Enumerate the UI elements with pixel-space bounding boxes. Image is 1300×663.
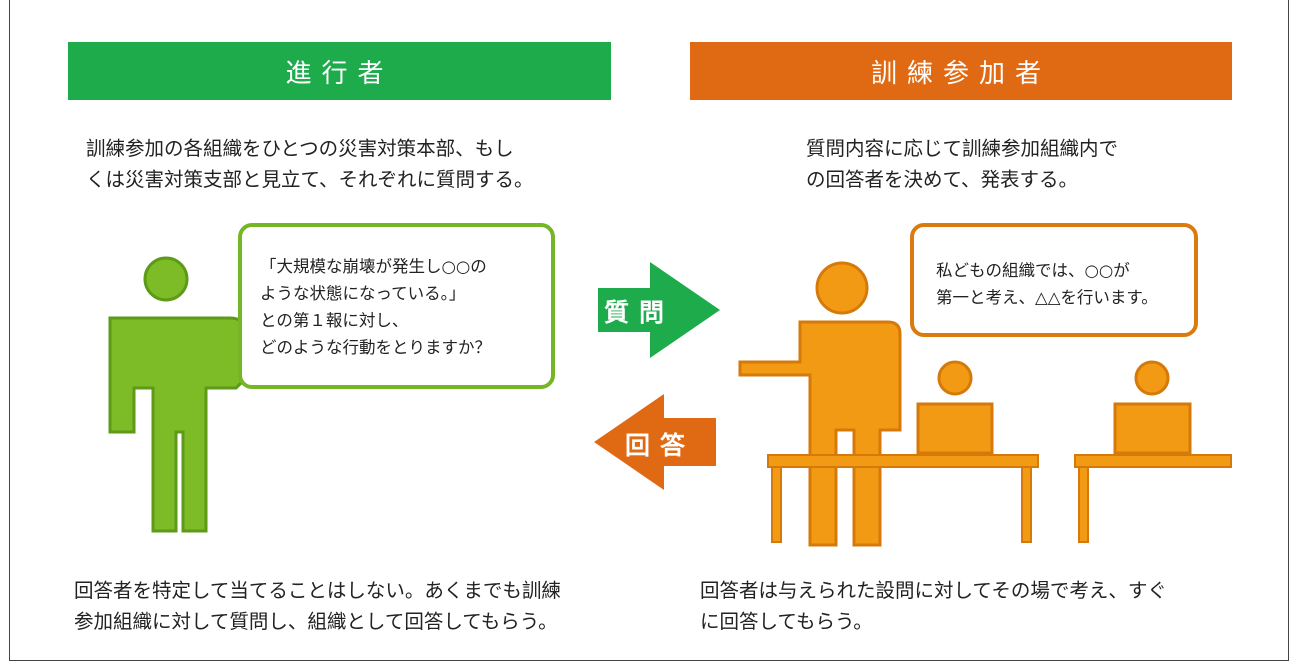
question-arrow-label: 質問 — [604, 298, 675, 327]
answer-arrow-icon — [594, 394, 716, 490]
table-icon — [767, 454, 1039, 543]
participant-icon — [1113, 360, 1192, 455]
participants-note: 回答者は与えられた設問に対してその場で考え、すぐ に回答してもらう。 — [700, 579, 1167, 633]
participants-description: 質問内容に応じて訓練参加組織内で の回答者を決めて、発表する。 — [806, 137, 1119, 191]
facilitator-figure-icon — [108, 256, 246, 533]
speaker-figure-icon — [738, 261, 902, 547]
answer-arrow-label: 回答 — [625, 431, 696, 460]
participant-icon — [916, 360, 994, 455]
facilitator-speech-bubble: 「大規模な崩壊が発生し○○の ような状態になっている。」 との第１報に対し、 ど… — [238, 223, 555, 389]
facilitator-description: 訓練参加の各組織をひとつの災害対策本部、もし くは災害対策支部と見立て、それぞれ… — [86, 137, 534, 191]
facilitator-header: 進行者 — [68, 42, 611, 100]
facilitator-note: 回答者を特定して当てることはしない。あくまでも訓練 参加組織に対して質問し、組織… — [74, 579, 561, 633]
participant-speech-bubble: 私どもの組織では、○○が 第一と考え、△△を行います。 — [910, 223, 1198, 337]
question-arrow-icon — [598, 262, 720, 358]
participants-header: 訓練参加者 — [690, 42, 1232, 100]
diagram-frame — [9, 0, 1289, 661]
table-icon — [1074, 454, 1232, 543]
